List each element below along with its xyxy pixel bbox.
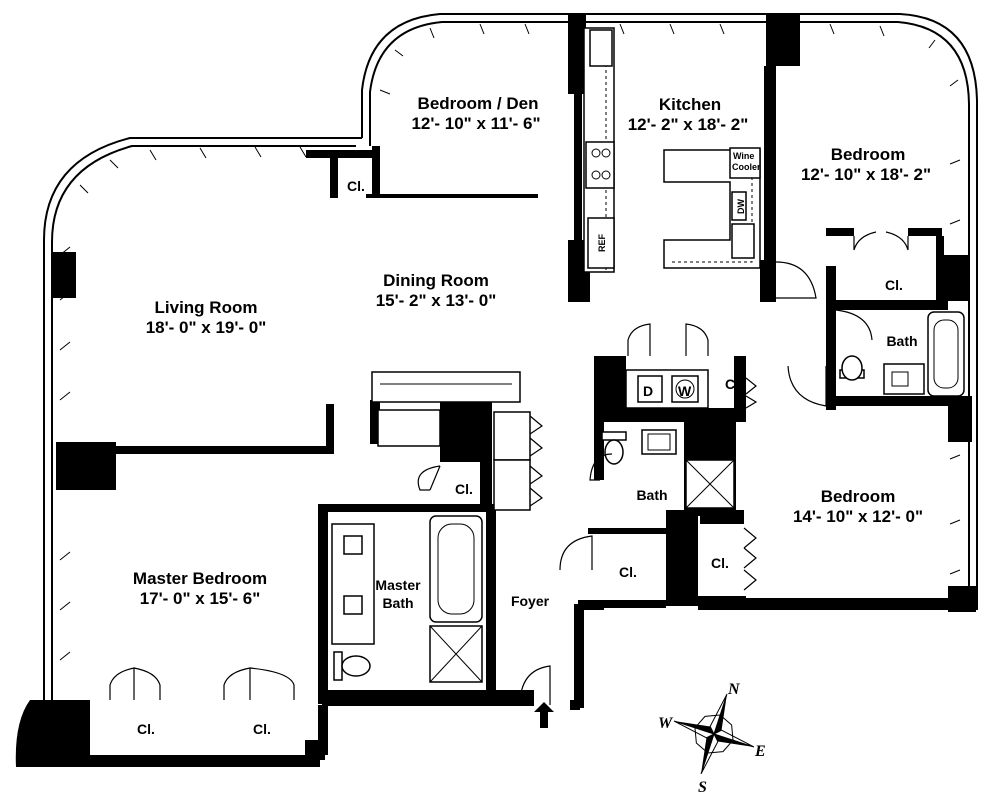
bathtub-icon — [927, 311, 965, 397]
label-bath-ne: Bath — [886, 333, 917, 349]
dims-bedroom-den: 12'- 10" x 11'- 6" — [411, 114, 540, 133]
refrigerator-icon — [587, 217, 615, 269]
dims-living-room: 18'- 0" x 19'- 0" — [146, 318, 267, 337]
label-master-bath-line2: Bath — [382, 595, 413, 611]
compass-s: S — [698, 779, 707, 796]
label-closet: Cl. — [347, 178, 365, 194]
svg-text:W: W — [678, 383, 692, 399]
buffet-counter — [371, 371, 521, 403]
label-closet: Cl. — [725, 376, 743, 392]
stove-icon — [585, 141, 615, 189]
exterior-walls — [15, 13, 978, 767]
label-closet: Cl. — [455, 481, 473, 497]
sink-icon — [883, 363, 925, 395]
svg-text:REF: REF — [597, 233, 607, 252]
dims-bedroom-se: 14'- 10" x 12'- 0" — [793, 507, 923, 526]
label-dining-room: Dining Room — [383, 271, 489, 290]
compass-rose-icon — [673, 693, 755, 775]
toilet-icon — [333, 651, 371, 681]
toilet-icon — [839, 355, 865, 381]
label-bath-center: Bath — [636, 487, 667, 503]
compass-e: E — [754, 743, 766, 760]
dims-dining-room: 15'- 2" x 13'- 0" — [376, 291, 497, 310]
label-master-bath-line1: Master — [375, 577, 421, 593]
label-bedroom-ne: Bedroom — [831, 145, 906, 164]
svg-text:Cooler: Cooler — [732, 162, 761, 172]
label-bedroom-se: Bedroom — [821, 487, 896, 506]
dishwasher-icon — [731, 191, 747, 221]
label-kitchen: Kitchen — [659, 95, 721, 114]
fixtures: REF Wine Cooler DW — [331, 27, 965, 683]
label-closet: Cl. — [619, 564, 637, 580]
dryer-icon — [637, 375, 663, 403]
wine-cooler-icon — [729, 147, 761, 179]
sink-icon — [343, 595, 363, 615]
sink-icon — [343, 535, 363, 555]
dims-kitchen: 12'- 2" x 18'- 2" — [628, 115, 749, 134]
compass-w: W — [658, 715, 674, 732]
room-labels: Bedroom / Den 12'- 10" x 11'- 6" Kitchen… — [133, 94, 931, 737]
sink-icon — [731, 223, 755, 259]
dims-bedroom-ne: 12'- 10" x 18'- 2" — [801, 165, 931, 184]
svg-text:DW: DW — [736, 199, 746, 214]
svg-text:D: D — [643, 383, 653, 399]
bathtub-icon — [429, 515, 483, 623]
toilet-icon — [601, 431, 627, 465]
label-closet: Cl. — [253, 721, 271, 737]
label-closet: Cl. — [885, 277, 903, 293]
label-closet: Cl. — [711, 555, 729, 571]
label-foyer: Foyer — [511, 593, 550, 609]
label-living-room: Living Room — [155, 298, 258, 317]
label-closet: Cl. — [137, 721, 155, 737]
interior-walls — [52, 14, 972, 704]
entry-arrow-icon — [534, 702, 554, 728]
compass-n: N — [727, 681, 741, 698]
dims-master-bedroom: 17'- 0" x 15'- 6" — [140, 589, 261, 608]
svg-text:Wine: Wine — [733, 151, 754, 161]
label-bedroom-den: Bedroom / Den — [418, 94, 539, 113]
doors — [109, 231, 909, 706]
label-master-bedroom: Master Bedroom — [133, 569, 267, 588]
